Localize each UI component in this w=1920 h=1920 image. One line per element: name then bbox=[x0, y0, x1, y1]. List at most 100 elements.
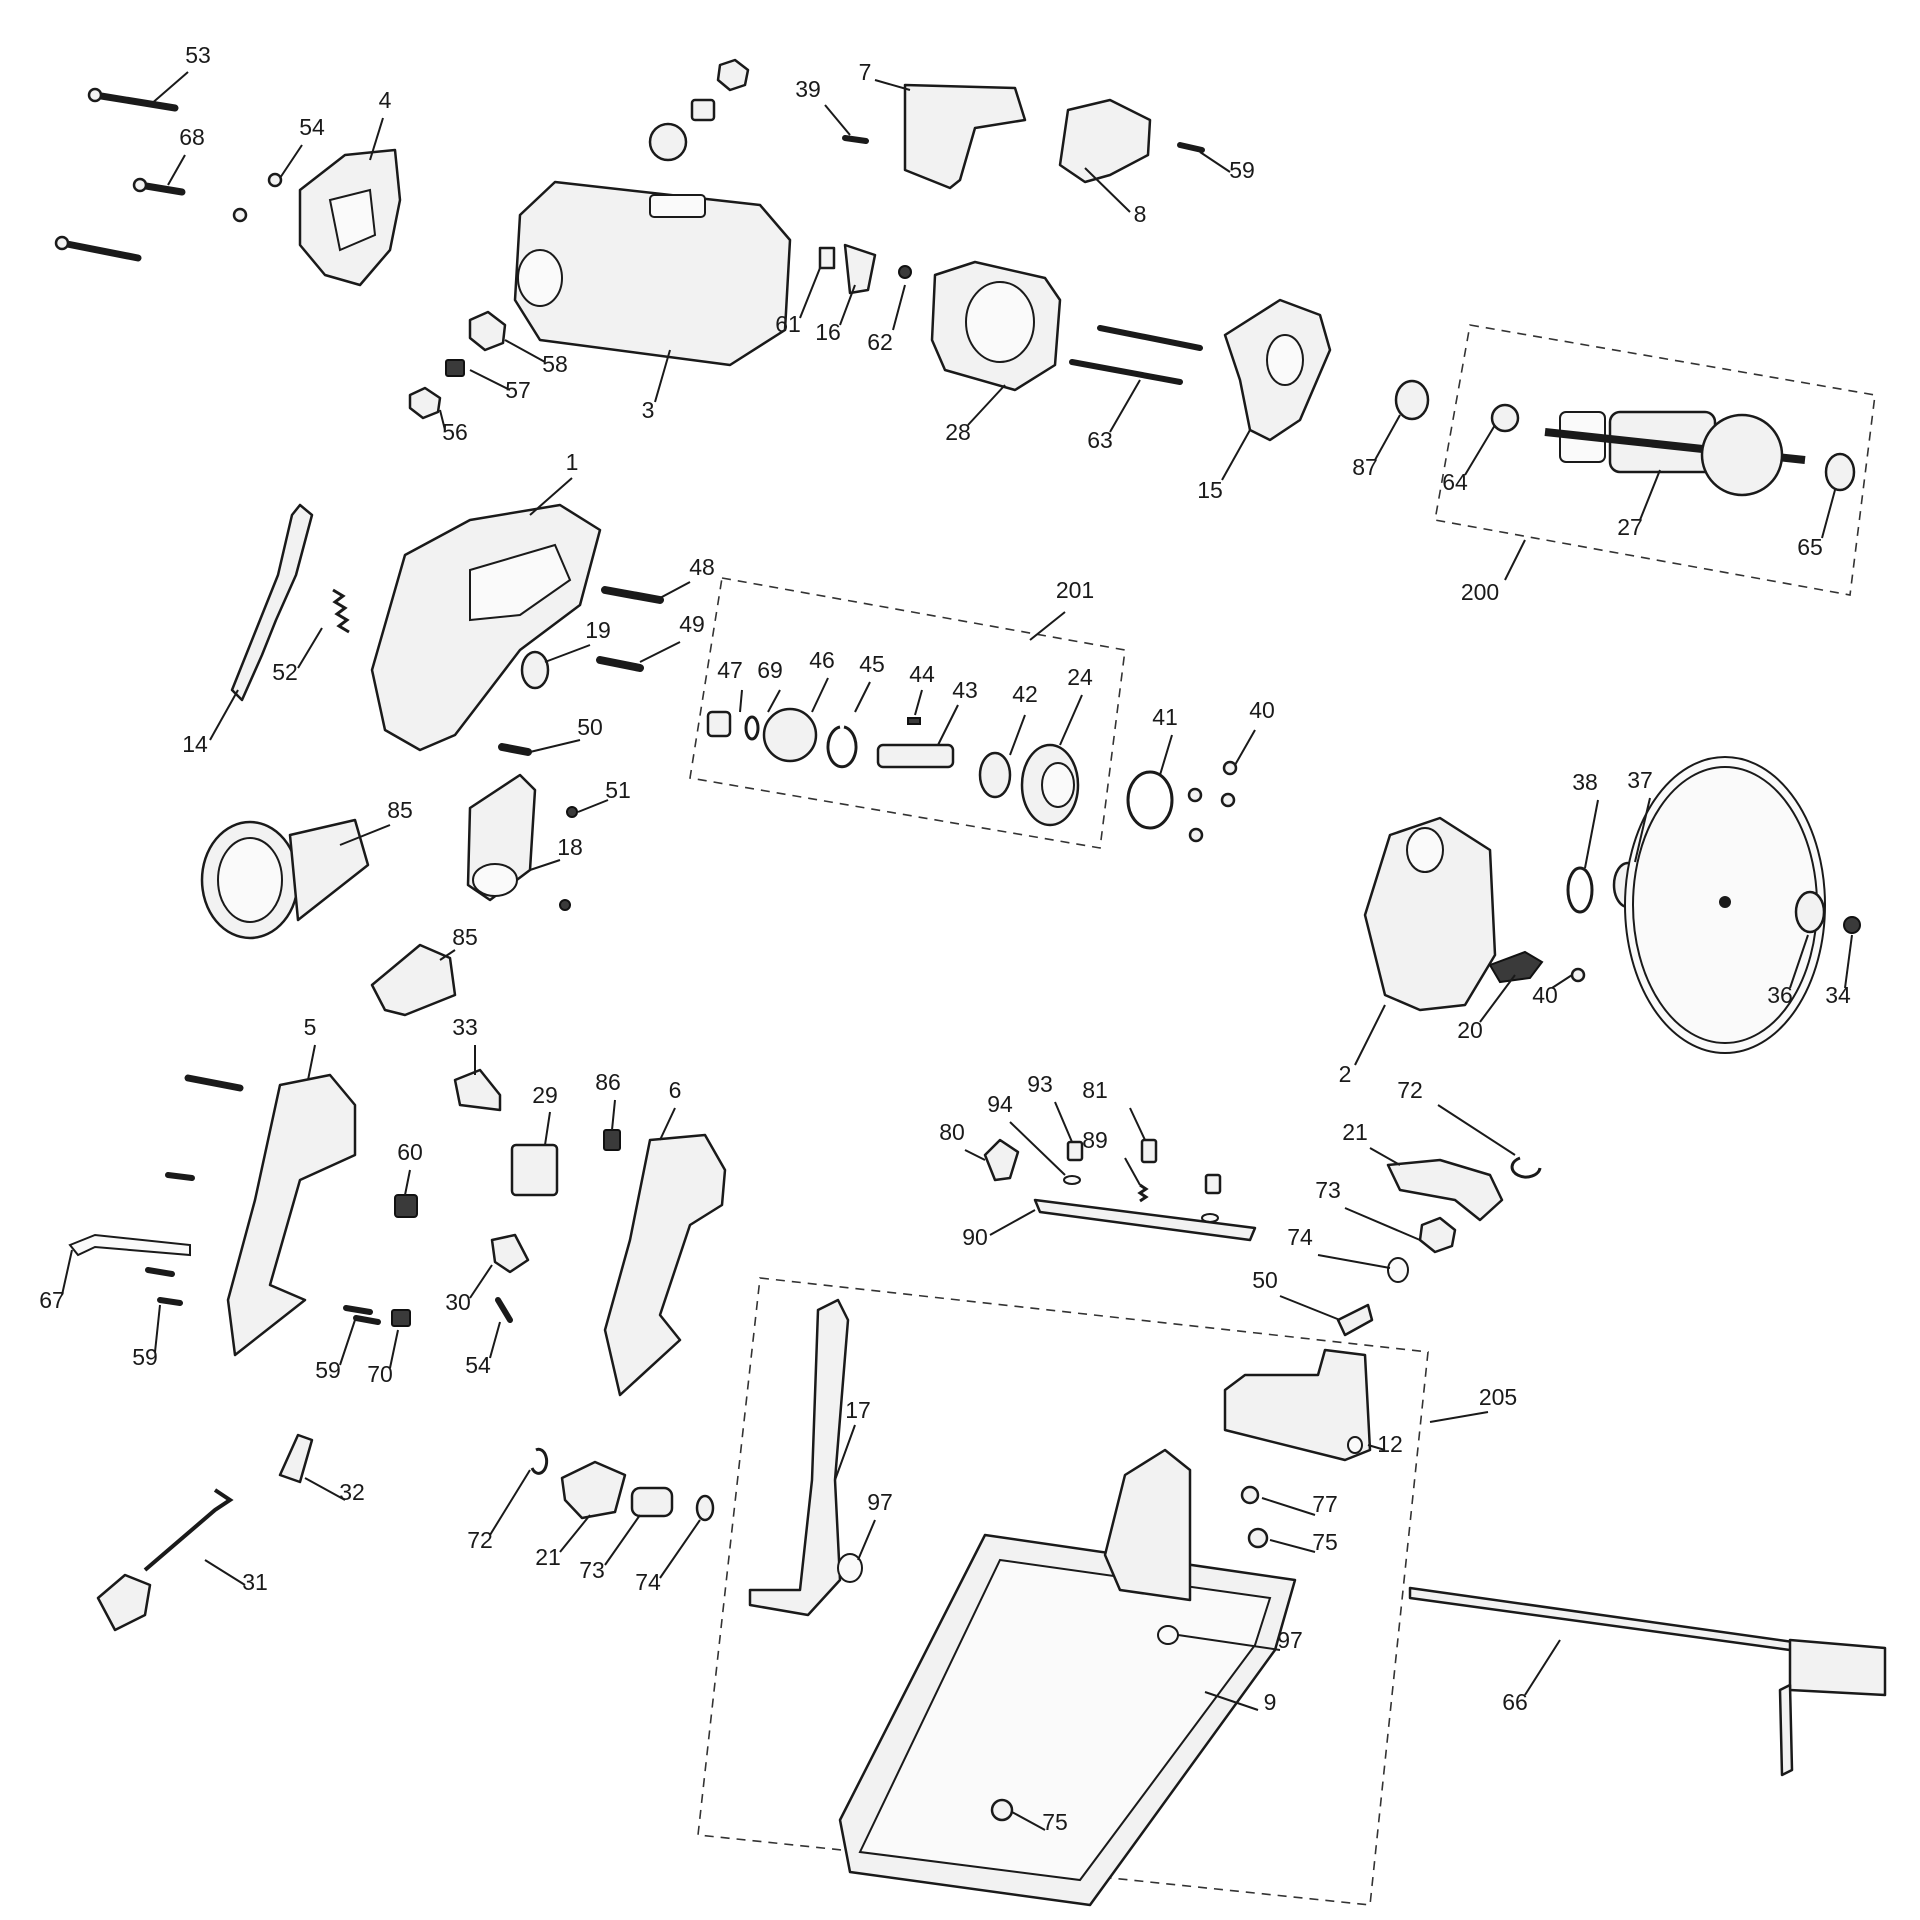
washer-97-right bbox=[1157, 1625, 1179, 1645]
shaft-43 bbox=[876, 743, 955, 769]
connector-70 bbox=[391, 1309, 411, 1327]
leader-line-29 bbox=[544, 1111, 551, 1146]
callout-9: 9 bbox=[1264, 1689, 1277, 1715]
motor-housing-3 bbox=[513, 180, 792, 367]
leader-line-70 bbox=[389, 1329, 399, 1369]
leader-line-44 bbox=[914, 689, 923, 716]
gear-46 bbox=[762, 707, 818, 763]
lever-20 bbox=[1488, 950, 1544, 984]
callout-32: 32 bbox=[339, 1479, 365, 1505]
cover-33 bbox=[453, 1068, 502, 1112]
screws-5 bbox=[145, 1074, 244, 1306]
callout-73: 73 bbox=[1315, 1177, 1341, 1203]
leader-line-5 bbox=[307, 1044, 316, 1081]
leader-line-57 bbox=[469, 369, 511, 391]
knob-80 bbox=[983, 1138, 1020, 1182]
leader-line-54 bbox=[279, 144, 303, 179]
callout-50: 50 bbox=[577, 714, 603, 740]
leader-line-14 bbox=[209, 689, 239, 741]
leader-line-69 bbox=[767, 689, 781, 713]
nut-58 bbox=[468, 310, 507, 352]
bearing-42 bbox=[978, 751, 1012, 799]
callout-19: 19 bbox=[585, 617, 611, 643]
leader-line-46 bbox=[811, 677, 829, 713]
callout-41: 41 bbox=[1152, 704, 1178, 730]
callout-80: 80 bbox=[939, 1119, 965, 1145]
leader-line-74 bbox=[1317, 1254, 1391, 1269]
callout-63: 63 bbox=[1087, 427, 1113, 453]
callout-2: 2 bbox=[1339, 1061, 1352, 1087]
callout-28: 28 bbox=[945, 419, 971, 445]
callout-18: 18 bbox=[557, 834, 583, 860]
brush-holder-top bbox=[648, 122, 688, 162]
leader-line-49 bbox=[639, 641, 681, 663]
clip-86 bbox=[603, 1129, 621, 1151]
screw-54-mid bbox=[495, 1297, 513, 1323]
lever-21-right bbox=[1386, 1158, 1504, 1222]
dust-port-85a-inner bbox=[217, 837, 283, 923]
callout-85: 85 bbox=[387, 797, 413, 823]
callout-52: 52 bbox=[272, 659, 298, 685]
leader-line-17 bbox=[834, 1424, 856, 1481]
spring-41 bbox=[1126, 770, 1174, 830]
ring-38 bbox=[1566, 866, 1594, 914]
bolt-50-lower bbox=[1336, 1303, 1374, 1337]
leader-line-20 bbox=[1479, 974, 1516, 1023]
group-box-201 bbox=[689, 577, 1126, 849]
bracket-12-hole bbox=[1347, 1436, 1363, 1454]
leader-line-200 bbox=[1504, 539, 1526, 581]
bearing-plate-15-hole bbox=[1266, 334, 1304, 386]
screw-90b bbox=[1204, 1173, 1222, 1195]
callout-30: 30 bbox=[445, 1289, 471, 1315]
callout-14: 14 bbox=[182, 731, 208, 757]
leader-line-90 bbox=[989, 1209, 1036, 1236]
screw-54-top bbox=[232, 172, 283, 223]
leader-line-89 bbox=[1124, 1157, 1141, 1186]
callout-46: 46 bbox=[809, 647, 835, 673]
leader-line-94 bbox=[1009, 1121, 1066, 1176]
chute-18-mouth bbox=[472, 863, 518, 897]
nut-73-right bbox=[1418, 1216, 1457, 1254]
callout-70: 70 bbox=[367, 1361, 393, 1387]
saw-blade-arbor bbox=[1719, 896, 1731, 908]
rip-fence-66-foot bbox=[1788, 1638, 1887, 1697]
callout-51: 51 bbox=[605, 777, 631, 803]
sleeve-47 bbox=[706, 710, 732, 738]
nut-75-upper bbox=[1247, 1527, 1269, 1549]
callout-81: 81 bbox=[1082, 1077, 1108, 1103]
switch-30 bbox=[490, 1233, 530, 1274]
leader-line-75 bbox=[1011, 1811, 1046, 1831]
leader-line-32 bbox=[304, 1477, 346, 1501]
screw-18b bbox=[559, 899, 571, 911]
spring-52 bbox=[332, 588, 350, 634]
callout-49: 49 bbox=[679, 611, 705, 637]
leader-line-75 bbox=[1269, 1539, 1316, 1553]
leader-line-24 bbox=[1059, 694, 1083, 746]
nut-73-left bbox=[630, 1486, 674, 1518]
callout-89: 89 bbox=[1082, 1127, 1108, 1153]
callout-53: 53 bbox=[185, 42, 211, 68]
leader-line-37 bbox=[1634, 797, 1651, 863]
leader-line-59 bbox=[339, 1319, 356, 1366]
leader-line-85 bbox=[439, 949, 456, 961]
callout-85: 85 bbox=[452, 924, 478, 950]
callout-57: 57 bbox=[505, 377, 531, 403]
leader-line-41 bbox=[1159, 734, 1173, 776]
callout-7: 7 bbox=[859, 59, 872, 85]
callout-36: 36 bbox=[1767, 982, 1793, 1008]
bearing-64 bbox=[1490, 403, 1520, 433]
callout-97: 97 bbox=[1277, 1627, 1303, 1653]
nut-56 bbox=[408, 386, 442, 420]
plate-16 bbox=[843, 243, 877, 295]
bar-90 bbox=[1033, 1198, 1257, 1242]
callout-200: 200 bbox=[1461, 579, 1499, 605]
callout-58: 58 bbox=[542, 351, 568, 377]
upper-guard-1-arch bbox=[469, 543, 572, 622]
callout-54: 54 bbox=[465, 1352, 491, 1378]
leader-line-6 bbox=[659, 1107, 676, 1141]
leader-line-72 bbox=[489, 1469, 531, 1536]
callout-24: 24 bbox=[1067, 664, 1093, 690]
dust-port-85b bbox=[370, 943, 457, 1017]
screws-59 bbox=[343, 1305, 381, 1325]
group-box-205 bbox=[697, 1277, 1429, 1906]
